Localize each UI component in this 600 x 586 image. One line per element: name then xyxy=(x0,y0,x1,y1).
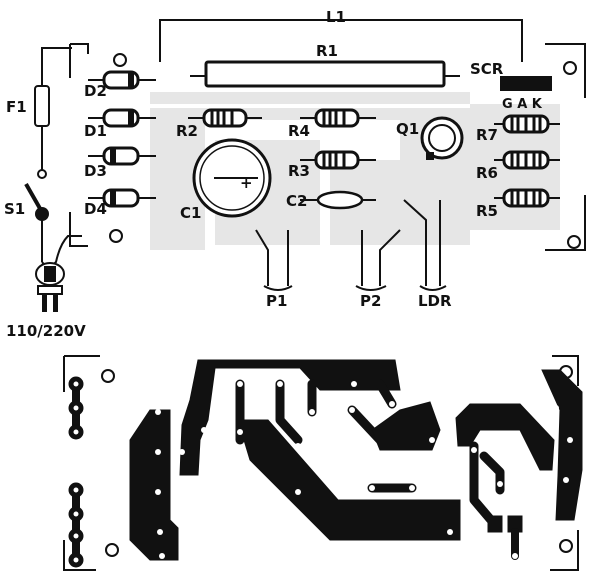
label-ldr: LDR xyxy=(418,292,452,310)
mounting-hole-top-right xyxy=(563,61,577,75)
label-f1: F1 xyxy=(6,98,27,116)
ldr-leads xyxy=(403,199,447,291)
label-r1: R1 xyxy=(316,42,338,60)
diode-d2 xyxy=(88,70,156,90)
mounting-hole-pcb-top-left xyxy=(101,369,115,383)
label-c2: C2 xyxy=(286,192,307,210)
mounting-hole-bottom-right xyxy=(567,235,581,249)
transistor-q1 xyxy=(420,116,464,160)
capacitor-c1 xyxy=(192,138,272,218)
label-q1: Q1 xyxy=(396,120,419,138)
label-scr-pins: G A K xyxy=(502,97,543,112)
fuse-f1 xyxy=(34,47,72,179)
mounting-hole-top-left xyxy=(113,53,127,67)
trace-right-pour xyxy=(455,369,583,560)
label-r5: R5 xyxy=(476,202,498,220)
label-scr: SCR xyxy=(470,60,504,78)
label-r2: R2 xyxy=(176,122,198,140)
pcb-pad-holes xyxy=(73,381,573,563)
label-p2: P2 xyxy=(360,292,381,310)
resistor-r6 xyxy=(494,150,560,170)
label-mains-voltage: 110/220V xyxy=(6,322,86,340)
trace-middle-links xyxy=(347,379,441,493)
mounting-hole-bottom-left xyxy=(109,229,123,243)
switch-s1 xyxy=(24,183,49,262)
mounting-hole-pcb-bottom-right xyxy=(559,539,573,553)
capacitor-c2 xyxy=(300,190,376,210)
label-r4: R4 xyxy=(288,122,310,140)
label-c1-polarity: + xyxy=(240,174,253,192)
mains-plug xyxy=(35,235,82,312)
pcb-copper-side xyxy=(63,355,583,571)
resistor-r4 xyxy=(300,108,376,128)
diode-d1 xyxy=(88,108,156,128)
board-outline-bottom xyxy=(63,355,579,571)
label-d4: D4 xyxy=(84,200,107,218)
label-l1: L1 xyxy=(326,8,346,26)
label-r6: R6 xyxy=(476,164,498,182)
mounting-hole-pcb-bottom-left xyxy=(105,543,119,557)
p2-leads xyxy=(355,229,401,291)
label-d2: D2 xyxy=(84,82,107,100)
label-s1: S1 xyxy=(4,200,25,218)
scr-thyristor xyxy=(500,76,552,91)
diode-d3 xyxy=(88,146,156,166)
component-side-view: L1 R1 SCR G A K F1 S1 xyxy=(4,8,586,340)
p1-leads xyxy=(255,229,293,291)
resistor-r1 xyxy=(190,60,460,88)
label-c1: C1 xyxy=(180,204,201,222)
label-p1: P1 xyxy=(266,292,287,310)
resistor-r2 xyxy=(188,108,262,128)
label-d3: D3 xyxy=(84,162,107,180)
resistor-r5 xyxy=(494,188,560,208)
label-d1: D1 xyxy=(84,122,107,140)
l1-lead xyxy=(159,19,523,62)
diode-d4 xyxy=(88,188,156,208)
resistor-r3 xyxy=(300,150,376,170)
resistor-r7 xyxy=(494,114,560,134)
board-outline-top xyxy=(69,43,586,251)
trace-large-pour xyxy=(129,359,401,561)
label-r3: R3 xyxy=(288,162,310,180)
label-r7: R7 xyxy=(476,126,498,144)
